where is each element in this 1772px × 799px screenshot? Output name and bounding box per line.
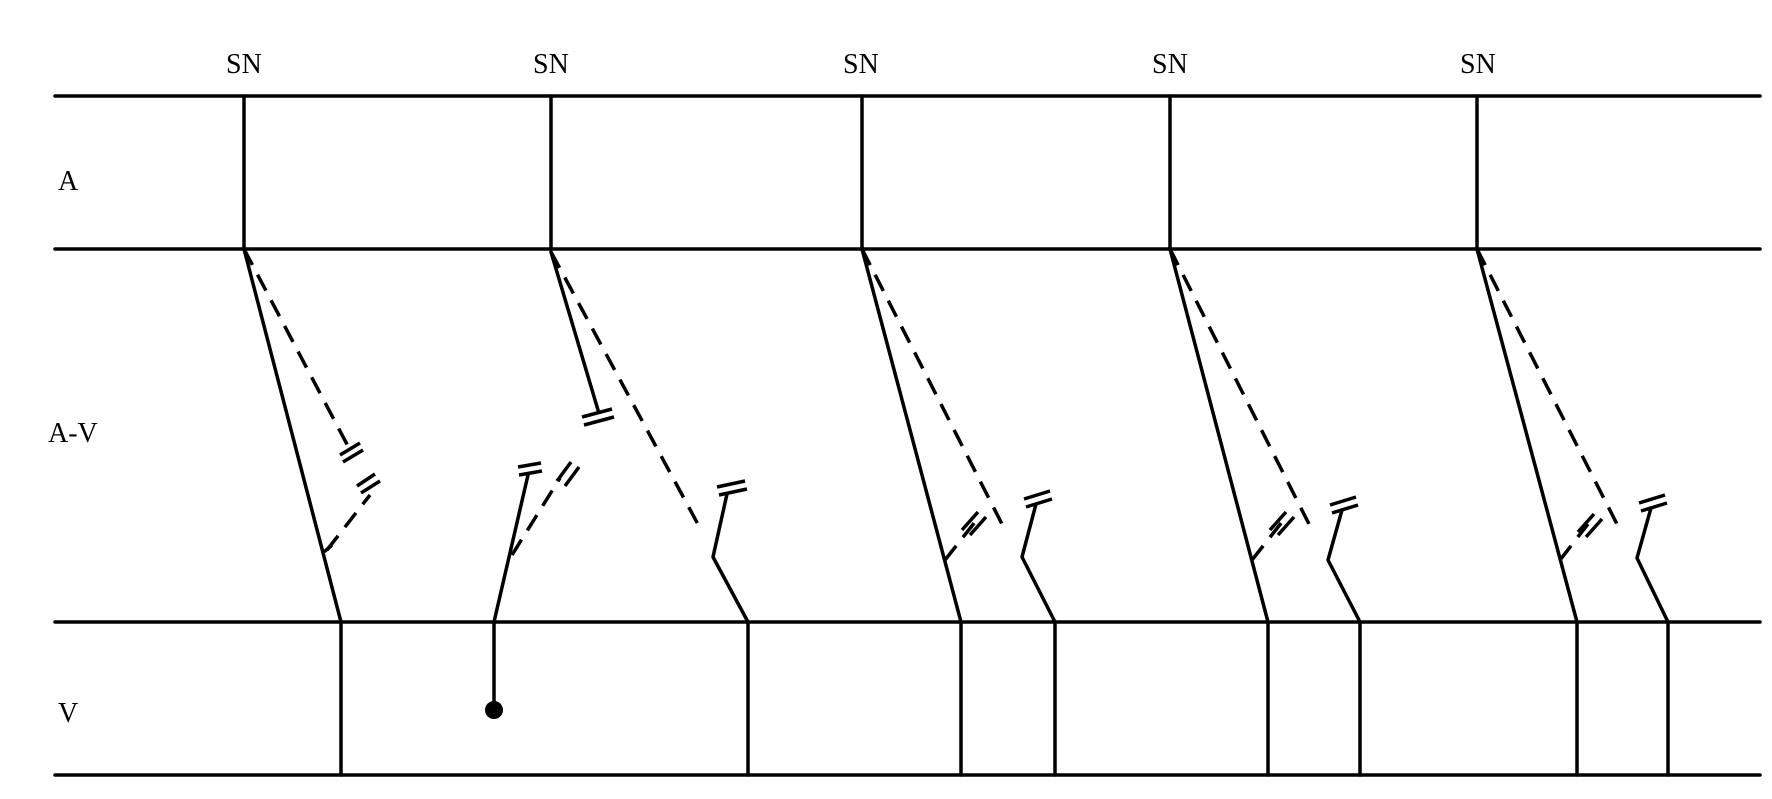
block-bar-2b [583, 415, 615, 427]
retro-junction-2 [711, 492, 750, 624]
beat-5 [1475, 247, 1670, 777]
block-bar-2c [517, 461, 542, 469]
av-conduction-1 [242, 247, 343, 624]
sn-label-2: SN [533, 49, 569, 80]
block-bar-2e [555, 460, 573, 483]
av-conduction-4 [1168, 247, 1270, 624]
beat-2 [485, 250, 750, 777]
retro-solid-2 [492, 473, 530, 624]
row-label-v: V [58, 698, 78, 729]
av-dashed-path-3 [860, 248, 1007, 531]
block-bar-5b [1584, 517, 1604, 539]
row-label-av: A-V [48, 418, 98, 449]
beat-3 [860, 247, 1057, 777]
retro-dashed-path-3 [943, 520, 977, 562]
av-conduction-2 [549, 250, 600, 412]
block-bar-5a [1576, 512, 1596, 534]
sn-label-1: SN [226, 49, 262, 80]
row-label-a: A [58, 166, 79, 197]
retro-junction-5 [1635, 506, 1670, 624]
escape-origin-dot [485, 701, 503, 719]
block-bar-4d [1331, 503, 1359, 515]
block-bar-2h [718, 487, 748, 497]
retro-dashed-path-1 [325, 493, 372, 552]
sn-label-4: SN [1152, 49, 1188, 80]
block-bar-2a [581, 407, 613, 419]
block-bar-3d [1025, 497, 1053, 509]
block-bar-5c [1638, 493, 1666, 505]
block-bar-4a [1268, 510, 1288, 532]
av-dashed-path-1 [242, 248, 352, 451]
retro-junction-3 [1020, 502, 1057, 624]
block-bar-3c [1023, 489, 1051, 501]
block-bar-1a [339, 441, 361, 457]
sn-label-5: SN [1460, 49, 1496, 80]
block-bar-1c [356, 472, 376, 488]
av-conduction-5 [1475, 247, 1579, 624]
av-dashed-path-2 [549, 251, 702, 529]
block-bar-1b [342, 448, 364, 464]
block-bar-2d [518, 469, 543, 477]
block-bar-2f [563, 465, 581, 488]
retro-junction-4 [1326, 508, 1362, 624]
av-dashed-path-4 [1168, 248, 1314, 531]
block-bar-5d [1640, 501, 1668, 513]
block-bar-4c [1329, 495, 1357, 507]
block-bar-3b [968, 515, 988, 537]
beat-1 [242, 247, 381, 777]
retro-branch-1 [323, 544, 333, 553]
retro-dashed-path-5 [1558, 522, 1590, 562]
block-bar-4b [1276, 515, 1296, 537]
retro-dashed-path-4 [1250, 520, 1284, 562]
av-dashed-path-5 [1475, 248, 1622, 531]
block-bar-3a [960, 510, 980, 532]
block-bar-1d [360, 479, 381, 495]
retro-dashed-path-2 [510, 477, 562, 556]
beat-4 [1168, 247, 1362, 777]
block-bar-2g [716, 479, 746, 489]
av-conduction-3 [860, 247, 963, 624]
sn-label-3: SN [843, 49, 879, 80]
